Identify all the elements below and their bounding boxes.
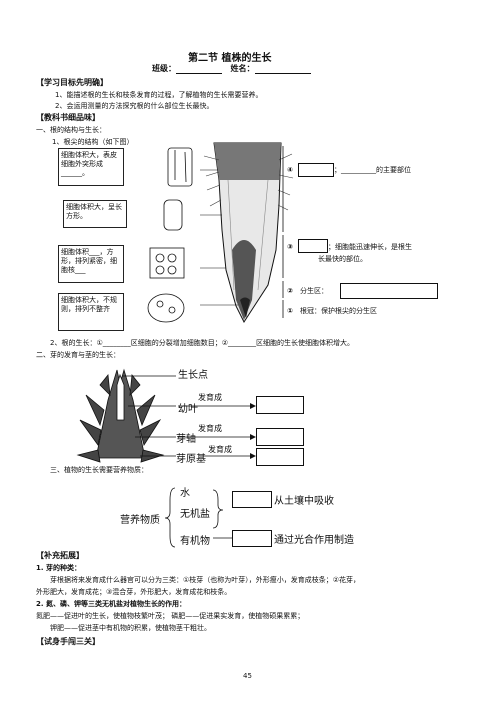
label-nutrients: 营养物质: [120, 515, 160, 526]
bud-answer-box-1[interactable]: [256, 396, 304, 414]
name-label: 姓名：: [230, 64, 255, 73]
page-number: 45: [243, 672, 252, 680]
part3-title: 三、植物的生长需要营养物质：: [50, 466, 148, 474]
label-young-leaf: 幼叶: [178, 404, 198, 415]
class-blank[interactable]: [176, 65, 222, 74]
cell-box-elongation: 细胞体积大，呈长方形。: [63, 200, 127, 228]
label-develop-3: 发育成: [208, 445, 232, 454]
label-growth-point: 生长点: [178, 370, 208, 381]
label-num-3: ③: [287, 243, 293, 251]
cell-box-meristem: 细胞体积___，方形，排列紧密，细胞核___: [58, 245, 124, 283]
cell-box-root-cap: 细胞体积大，不规则，排列不整齐: [58, 293, 124, 331]
label-develop-1: 发育成: [198, 393, 222, 402]
bud-illustration: [76, 368, 165, 463]
label-text-3b: 长最快的部位。: [318, 255, 367, 263]
answer-box-3[interactable]: [298, 239, 328, 253]
part1-subtitle: 1、根尖的结构（如下图）: [52, 138, 134, 146]
answer-box-4[interactable]: [298, 163, 334, 177]
class-field: 班级： 姓名：: [152, 64, 311, 74]
name-blank[interactable]: [254, 65, 311, 74]
supplement-2-title: 2. 氮、磷、钾等三类无机盐对植物生长的作用：: [36, 600, 186, 608]
label-photosynthesis: 通过光合作用制造: [274, 535, 354, 546]
part1-title: 一、根的结构与生长：: [36, 126, 106, 134]
bud-answer-box-2[interactable]: [256, 428, 304, 446]
label-bud-axis: 芽轴: [176, 434, 196, 445]
nutrient-answer-box-2[interactable]: [232, 530, 272, 547]
trial-title: 【试身手闯三关】: [36, 637, 100, 646]
bud-answer-box-3[interactable]: [256, 448, 304, 466]
supplement-1-title: 1. 芽的种类：: [36, 564, 81, 572]
label-bud-primordium: 芽原基: [176, 454, 206, 465]
label-from-soil: 从土壤中吸收: [274, 496, 334, 507]
label-num-2: ②: [287, 287, 293, 295]
nutrient-answer-box-1[interactable]: [232, 491, 272, 508]
supplement-1-text-b: 外形肥大，发育成花；③混合芽，外形肥大，发育成花和枝条。: [36, 588, 232, 596]
label-text-4: ；__________的主要部位: [334, 166, 411, 174]
label-num-1: ①: [287, 307, 293, 315]
objectives-title: 【学习目标先明确】: [36, 78, 108, 87]
cell-images: [147, 147, 193, 323]
supplement-1-text-a: 芽根据将来发育成什么器官可以分为三类：①枝芽（也称为叶芽），外形瘦小，发育成枝条…: [50, 576, 361, 584]
textbook-title: 【教科书细品味】: [36, 113, 100, 122]
root-tip-illustration: [203, 142, 294, 324]
label-num-4: ④: [287, 166, 293, 174]
page-title: 第二节 植株的生长: [188, 53, 272, 64]
label-develop-2: 发育成: [198, 424, 222, 433]
label-water: 水: [180, 488, 190, 499]
part2-title: 二、芽的发育与茎的生长：: [36, 351, 120, 359]
label-mineral: 无机盐: [180, 509, 210, 520]
supplement-2-text-b: 钾肥——促进茎中有机物的积累，使植物茎干粗壮。: [50, 624, 211, 632]
label-organic: 有机物: [180, 536, 210, 547]
answer-box-2[interactable]: [340, 283, 438, 299]
objective-2: 2、会运用测量的方法探究根的什么部位生长最快。: [55, 102, 214, 110]
objective-1: 1、能描述根的生长和枝条发育的过程，了解植物的生长需要营养。: [55, 91, 263, 99]
cell-box-root-hair: 细胞体积大，表皮细胞外突形成______。: [58, 148, 124, 186]
supplement-2-text-a: 氮肥——促进叶的生长，使植物枝繁叶茂； 磷肥——促进果实发育，使植物硕果累累；: [36, 612, 305, 620]
label-text-2: 分生区：: [300, 287, 328, 295]
root-growth-line: 2、根的生长：①________区细胞的分裂增加细胞数目；②________区细…: [50, 339, 355, 347]
supplement-title: 【补充拓展】: [36, 551, 84, 560]
label-text-1: 根冠：保护根尖的分生区: [300, 307, 377, 315]
class-label: 班级：: [152, 64, 176, 73]
label-text-3a: ；细胞能迅速伸长，是根生: [328, 243, 412, 251]
